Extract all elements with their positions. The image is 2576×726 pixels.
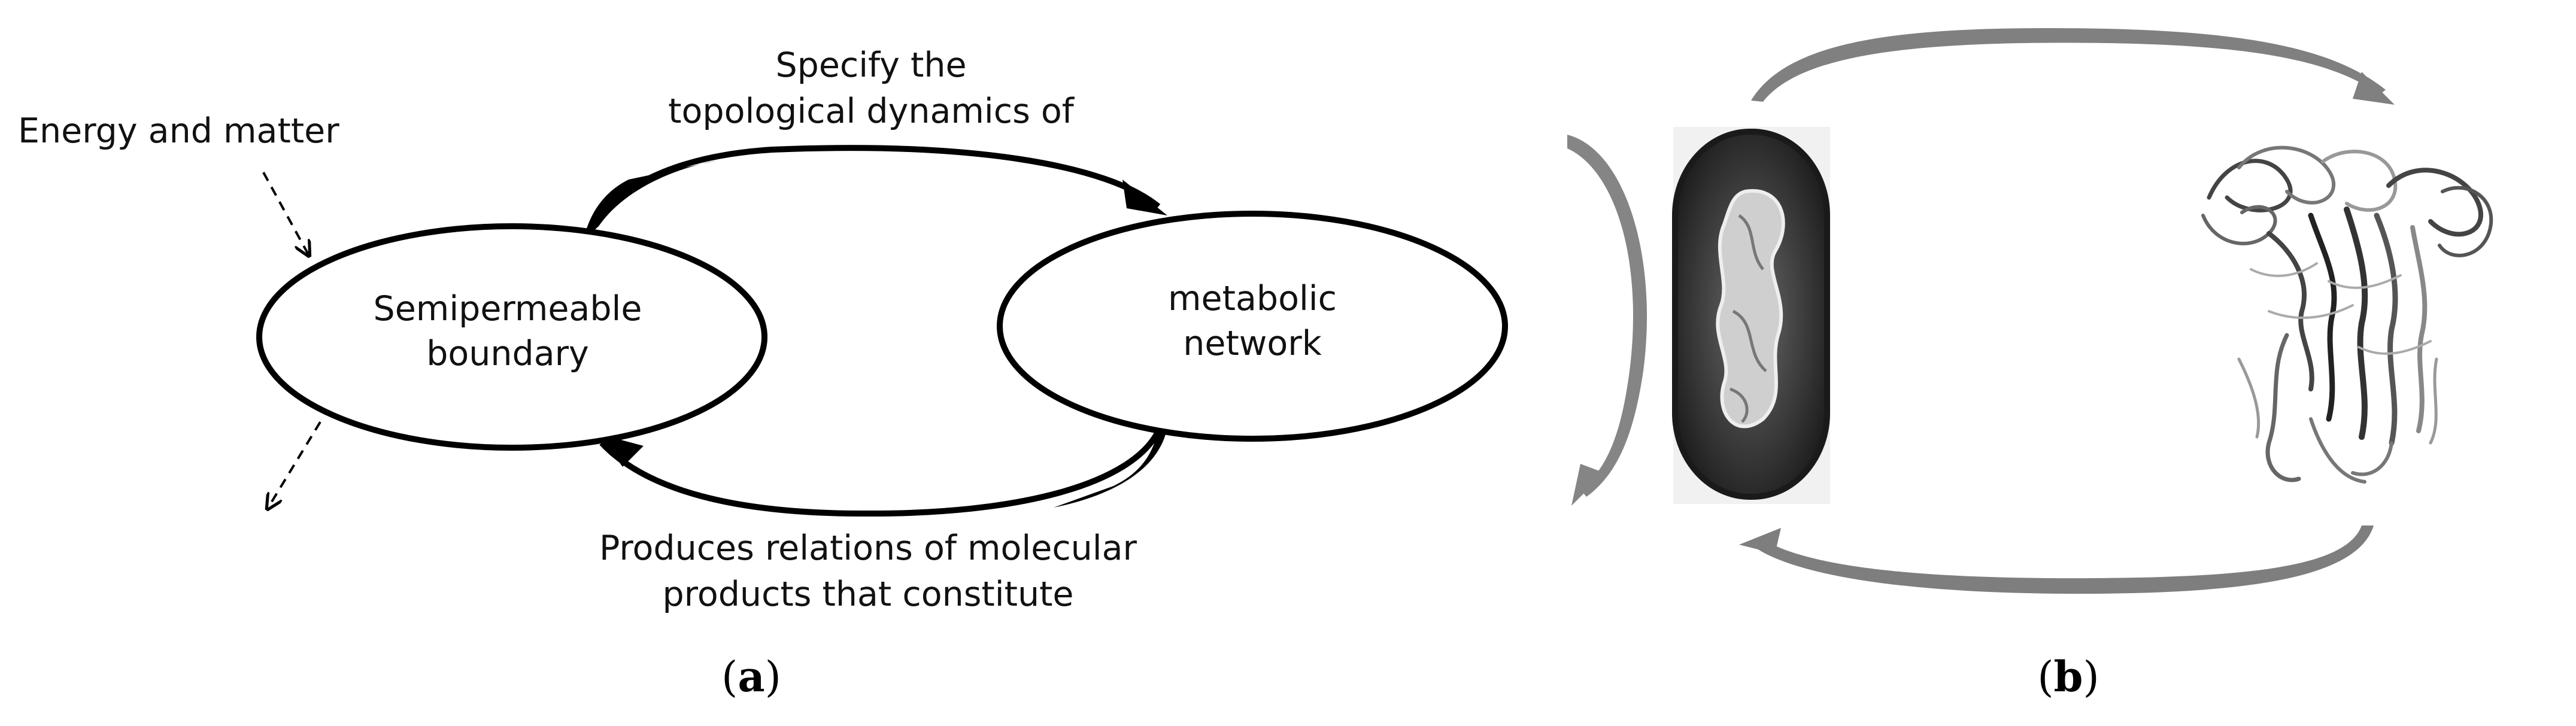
panel-b: (b) [1567,28,2493,701]
bacterial-cell-image [1672,127,1830,504]
top-cycle-arrow-taper [584,160,718,239]
left-gray-cycle-arrow [1567,135,1647,497]
bottom-cycle-arrowhead [599,434,644,467]
panel-a: Energy and matter Semipermeable boundary… [18,45,1508,701]
bottom-arrow-label-line2: products that constitute [662,575,1073,614]
top-cycle-arrowhead [1122,180,1167,215]
panel-b-caption: (b) [2037,652,2099,701]
boundary-node-label-line2: boundary [426,334,589,373]
bottom-arrow-label-line1: Produces relations of molecular [599,528,1137,568]
top-gray-cycle-arrow [1751,28,2386,102]
top-cycle-arrow [581,145,1161,241]
top-gray-arrowhead [2353,72,2395,105]
bottom-gray-arrowhead [1739,528,1781,554]
network-node [997,211,1508,442]
boundary-node-label-line1: Semipermeable [374,289,642,329]
network-node-label-line2: network [1183,324,1321,363]
energy-in-dashed-arrow [262,172,308,254]
top-arrow-label-line2: topological dynamics of [668,92,1075,131]
energy-matter-label: Energy and matter [18,111,339,151]
panel-a-caption: (a) [721,652,781,701]
top-arrow-label-line1: Specify the [775,45,966,85]
left-gray-arrowhead [1571,464,1604,506]
cell-nucleoid [1716,189,1785,429]
energy-out-dashed-arrow [268,421,321,508]
protein-structure-image [2201,145,2493,484]
network-node-label-line1: metabolic [1168,279,1337,318]
bottom-cycle-arrow [599,429,1161,517]
bottom-gray-cycle-arrow [1751,525,2374,594]
boundary-node [256,223,767,451]
